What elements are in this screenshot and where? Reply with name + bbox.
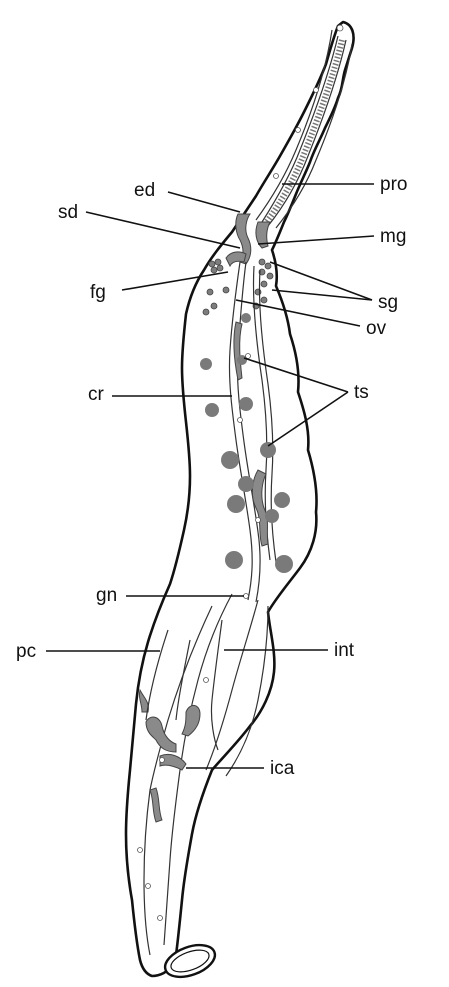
label-gn: gn: [96, 585, 117, 606]
label-pro: pro: [380, 174, 407, 195]
label-ov: ov: [366, 318, 387, 339]
label-fg: fg: [90, 282, 106, 303]
label-cr: cr: [88, 384, 105, 405]
leader-sd: [86, 212, 240, 248]
label-pc: pc: [16, 641, 36, 662]
label-ed: ed: [134, 180, 155, 201]
label-ts: ts: [354, 382, 369, 403]
leader-ed: [168, 192, 240, 212]
label-sd: sd: [58, 202, 78, 223]
label-sg: sg: [378, 292, 398, 313]
label-ica: ica: [270, 758, 295, 779]
label-int: int: [334, 640, 355, 661]
label-mg: mg: [380, 226, 406, 247]
